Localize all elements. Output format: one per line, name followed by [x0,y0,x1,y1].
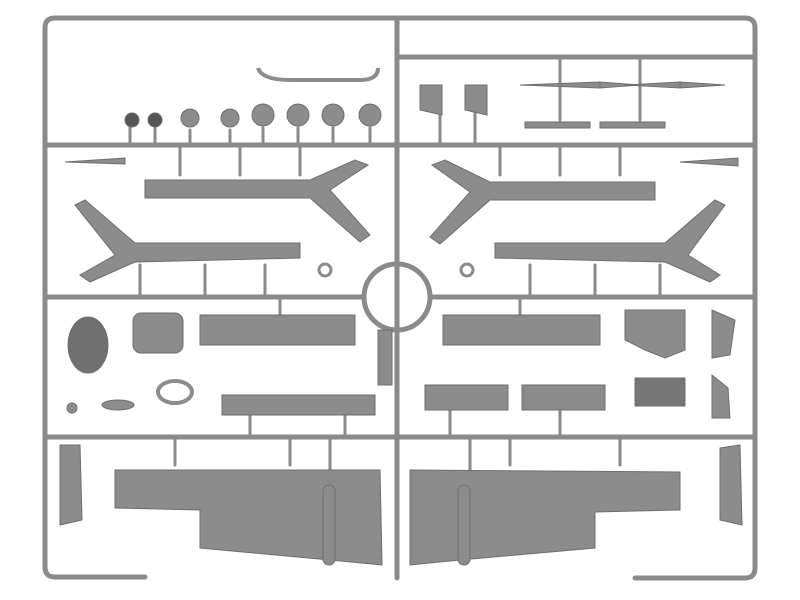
wheel-part [251,103,275,127]
flap-part [711,309,736,359]
fuselage-part [74,199,301,283]
wheel-part [124,112,140,128]
sprue-frame [42,15,758,581]
wing-part [114,469,383,566]
panel-part [442,314,601,346]
wheel-part [147,112,163,128]
flap-part [711,373,731,419]
fuselage-part [144,159,371,243]
bar-part [524,121,591,129]
small-part [66,402,78,414]
wheel-part [358,103,382,127]
bulkhead-part [624,309,686,359]
wheel-part [321,103,345,127]
wheel-part [180,108,200,128]
panel-part [424,384,509,411]
wheel-part [220,108,240,128]
center-ring [361,261,433,333]
gates [128,55,662,472]
flap-part [59,444,83,526]
propeller-part [624,81,726,89]
mount-ring-part [459,262,475,278]
engine-nacelle [322,484,336,566]
mount-ring-part [317,262,333,278]
ski-part [256,67,380,82]
strut-part [377,329,393,386]
wheel-part [286,103,310,127]
panel-part [221,394,376,416]
flap-part [719,444,743,526]
wheel-parts [66,103,475,414]
engine-face-part [67,316,109,374]
frame-top-left [42,15,758,581]
antenna-part [679,157,739,167]
instrument-part [101,399,135,411]
wing-part [409,469,681,566]
canopy-frame-part [156,379,194,405]
engine-nacelle [457,484,471,566]
panel-part [521,384,606,411]
sprue-parts [59,67,743,566]
seat-part [464,84,488,116]
antenna-part [64,157,126,165]
seat-part [419,84,443,116]
bulkhead-part [132,312,184,354]
fuselage-part [429,159,656,245]
panel-part [199,314,356,346]
fuselage-part [494,199,726,283]
engine-block-part [634,377,686,407]
bar-part [599,121,666,129]
propeller-part [519,81,641,89]
